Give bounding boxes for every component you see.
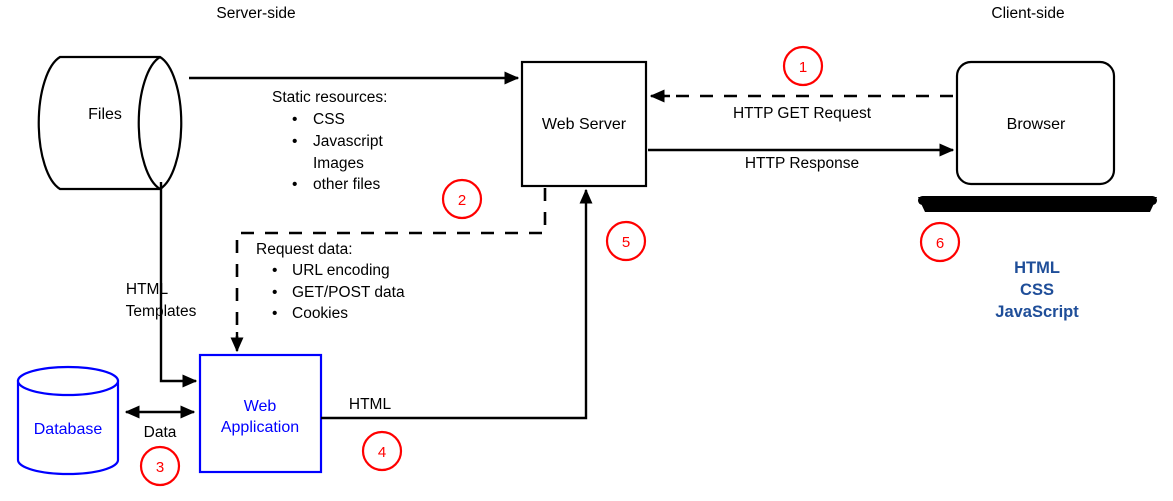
label-request-data-heading: Request data: (256, 241, 353, 258)
bullet-static-other-files: • (292, 176, 297, 193)
edge-request-data (235, 188, 547, 345)
label-request-getpost: GET/POST data (292, 284, 405, 301)
marker-2-label: 2 (458, 192, 466, 209)
label-html-templates-line2: Templates (126, 303, 197, 320)
label-data: Data (144, 424, 177, 441)
label-request-url-encoding: URL encoding (292, 262, 390, 279)
database-cylinder (16, 365, 120, 476)
label-database: Database (34, 421, 103, 438)
label-static-images: Images (313, 155, 364, 172)
label-client-side: Client-side (991, 5, 1064, 22)
label-client-stack-html: HTML (1014, 259, 1060, 277)
label-web-application-line1: Web (244, 398, 277, 415)
edge-webapp-to-webserver-html (321, 188, 593, 420)
marker-1-label: 1 (799, 59, 807, 76)
bullet-static-javascript: • (292, 133, 297, 150)
label-html-templates-line1: HTML (126, 281, 169, 298)
bullet-static-css: • (292, 111, 297, 128)
bullet-request-url-encoding: • (272, 262, 277, 279)
label-client-stack-css: CSS (1020, 281, 1054, 299)
bullet-request-getpost: • (272, 284, 277, 301)
marker-3-circle (139, 445, 181, 487)
bullet-request-cookies: • (272, 305, 277, 322)
marker-4-label: 4 (378, 444, 386, 461)
marker-6-label: 6 (936, 235, 944, 252)
marker-1-circle (782, 45, 824, 87)
marker-2-circle (441, 178, 483, 220)
marker-3-label: 3 (156, 459, 164, 476)
label-http-get-request: HTTP GET Request (733, 105, 872, 122)
label-static-other-files: other files (313, 176, 380, 193)
label-static-resources-heading: Static resources: (272, 89, 387, 106)
label-web-server: Web Server (542, 116, 627, 133)
label-http-response: HTTP Response (745, 155, 859, 172)
label-web-application-line2: Application (221, 419, 299, 436)
files-cylinder (37, 55, 183, 191)
marker-4-circle (361, 430, 403, 472)
label-static-javascript: Javascript (313, 133, 383, 150)
label-server-side: Server-side (216, 5, 295, 22)
label-html: HTML (349, 396, 392, 413)
edge-files-to-webapp (159, 182, 198, 388)
label-client-stack-javascript: JavaScript (995, 303, 1079, 321)
label-static-css: CSS (313, 111, 345, 128)
marker-5-label: 5 (622, 234, 630, 251)
browser-box (918, 60, 1157, 212)
marker-6-circle (919, 221, 961, 263)
label-browser: Browser (1007, 116, 1066, 133)
label-request-cookies: Cookies (292, 305, 348, 322)
marker-5-circle (605, 220, 647, 262)
web-application-box (198, 353, 323, 474)
label-files: Files (88, 106, 122, 123)
web-server-box (520, 60, 648, 188)
